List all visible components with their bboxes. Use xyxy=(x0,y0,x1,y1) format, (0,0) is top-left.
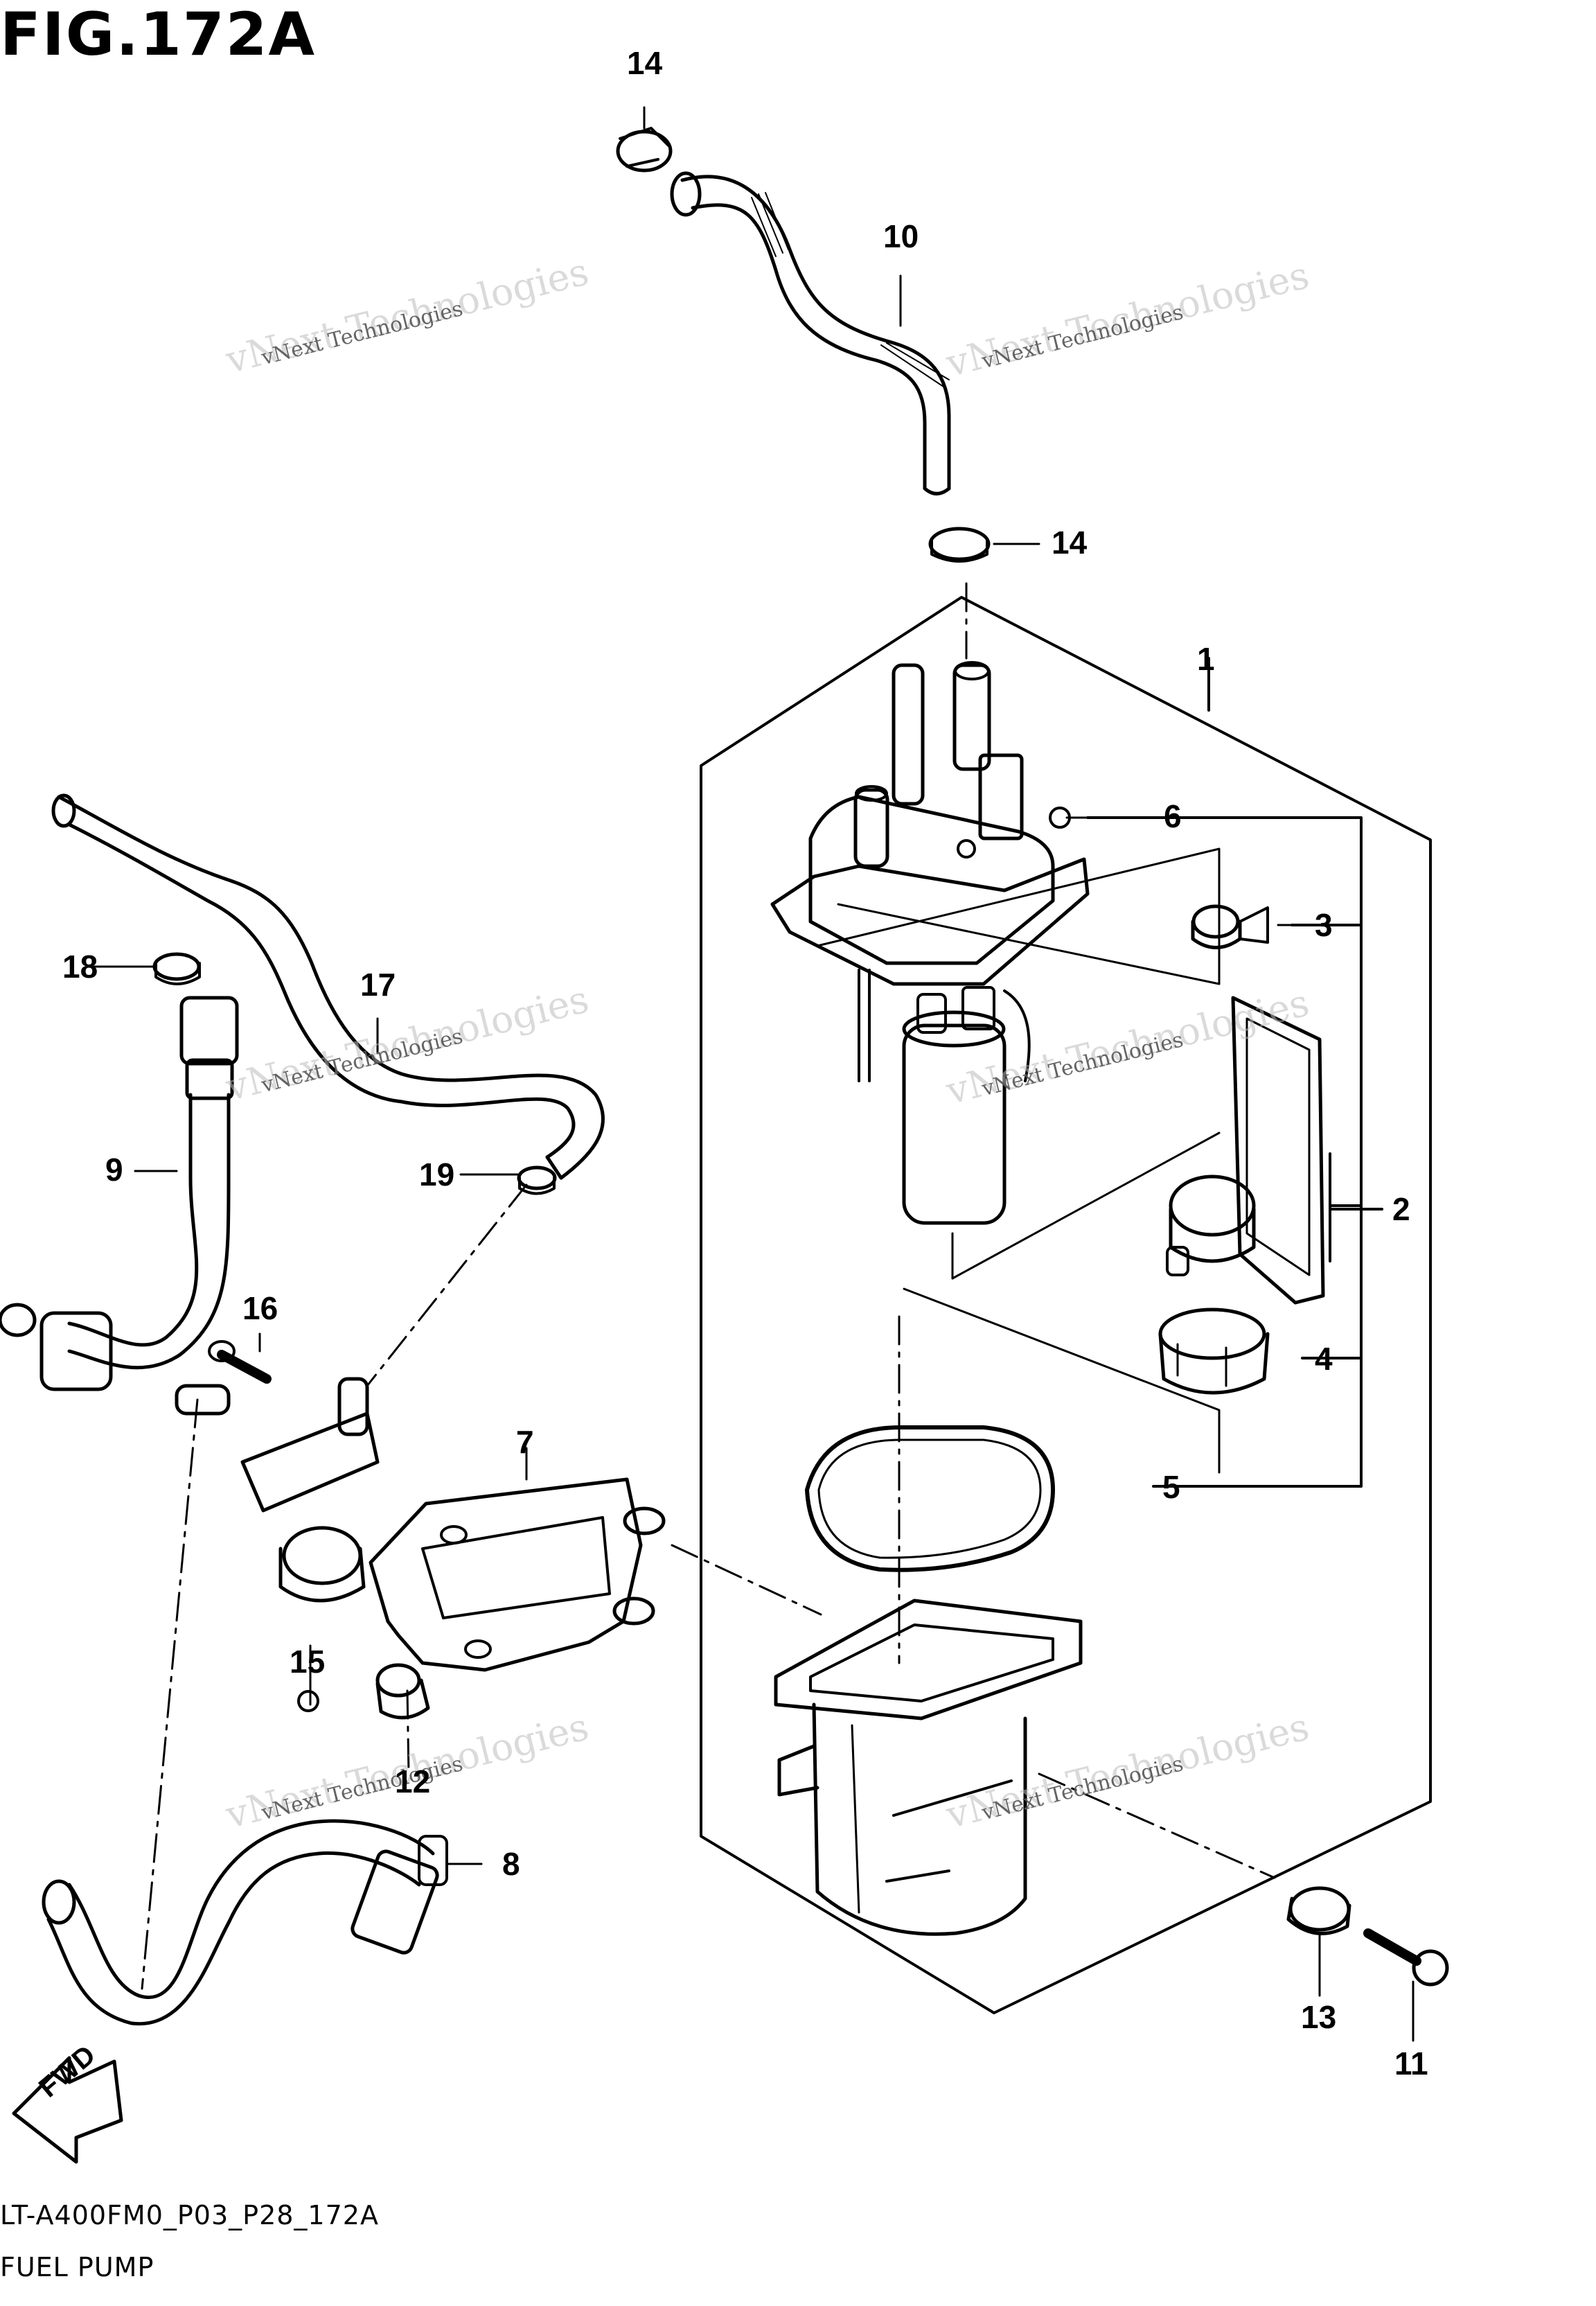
callout-7: 7 xyxy=(516,1424,534,1460)
pump-flange xyxy=(770,661,1172,986)
hose-10 xyxy=(670,171,951,495)
harness-8 xyxy=(42,1819,448,2026)
fuel-cock-15 xyxy=(175,1377,380,1712)
callout-16: 16 xyxy=(242,1290,278,1326)
grommet-13-right xyxy=(1286,1886,1351,1935)
callout-2: 2 xyxy=(1392,1191,1410,1227)
callout-1: 1 xyxy=(1197,641,1215,677)
callout-bracket xyxy=(1086,816,1363,1488)
callout-19: 19 xyxy=(419,1156,455,1192)
clamp-14-lower xyxy=(928,527,991,563)
grommet-13-left xyxy=(375,1663,430,1720)
figure-caption: FUEL PUMP xyxy=(0,2252,154,2282)
callout-13: 13 xyxy=(1301,1999,1337,2035)
bolt-11 xyxy=(1363,1928,1449,1987)
harness-9 xyxy=(0,996,239,1391)
callout-5: 5 xyxy=(1162,1469,1180,1505)
callout-12: 12 xyxy=(395,1763,431,1799)
clamp-18 xyxy=(152,952,201,985)
bracket-7 xyxy=(369,1477,666,1672)
callout-15: 15 xyxy=(290,1644,326,1680)
hose-17 xyxy=(51,793,605,1180)
gasket-5 xyxy=(805,1425,1055,1572)
clamp-14-top xyxy=(616,127,673,173)
figure-code: LT-A400FM0_P03_P28_172A xyxy=(0,2200,379,2230)
assembly-outline xyxy=(700,596,1432,2014)
clamp-19 xyxy=(517,1165,557,1195)
filter-2 xyxy=(1166,996,1325,1305)
cushion-3 xyxy=(1191,904,1269,949)
callout-4: 4 xyxy=(1315,1341,1333,1377)
fwd-arrow xyxy=(12,2056,123,2164)
callout-8: 8 xyxy=(502,1846,520,1882)
figure-title: FIG.172A xyxy=(0,0,317,69)
callout-14-top: 14 xyxy=(627,45,663,81)
holder-4 xyxy=(1158,1308,1270,1395)
callout-18: 18 xyxy=(62,949,98,985)
callout-10: 10 xyxy=(883,218,919,254)
callout-17: 17 xyxy=(360,967,396,1003)
callout-14-lower: 14 xyxy=(1052,525,1088,561)
callout-11: 11 xyxy=(1394,2045,1428,2081)
tank-body xyxy=(774,1599,1083,1936)
pump-motor xyxy=(858,969,1031,1225)
callout-9: 9 xyxy=(105,1152,123,1188)
callout-3: 3 xyxy=(1315,907,1333,943)
callout-6: 6 xyxy=(1164,798,1182,834)
